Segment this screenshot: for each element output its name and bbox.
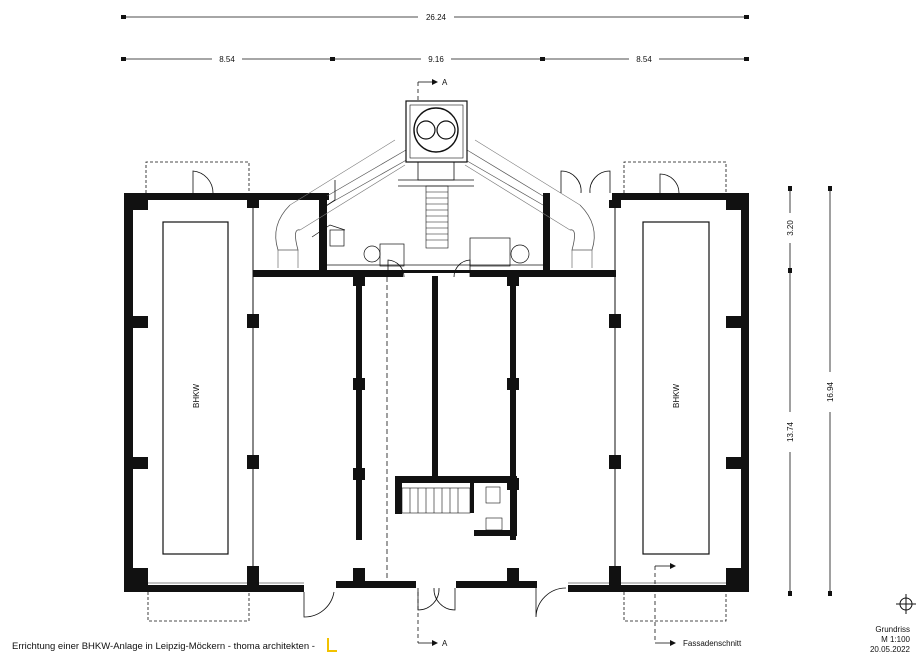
section-line-a: A A (417, 78, 448, 648)
dimension-label-right-bay: 8.54 (636, 55, 652, 64)
dimension-label-annex: 3.20 (786, 220, 795, 236)
bhkw-unit-left: BHKW (162, 221, 229, 555)
footer: Errichtung einer BHKW-Anlage in Leipzig-… (12, 638, 337, 652)
dimension-depth-total: 16.94 (824, 186, 836, 596)
dimension-label-middle-bay: 9.16 (428, 55, 444, 64)
lower-stair-core (395, 476, 517, 536)
canopy-outlines (145, 161, 727, 622)
dimension-bays: 8.54 9.16 8.54 (121, 53, 749, 65)
outer-walls (124, 193, 749, 592)
annex-equipment (311, 224, 530, 267)
door-swing-icon (192, 170, 680, 618)
drawing-type: Grundriss (875, 625, 910, 634)
drawing-scale: M 1:100 (881, 635, 910, 644)
thoma-logo-icon (326, 638, 337, 652)
title-block: Grundriss M 1:100 20.05.2022 (870, 625, 910, 655)
pilasters (133, 196, 741, 585)
dimension-label-total-depth: 16.94 (826, 381, 835, 402)
interior-structure (252, 200, 616, 585)
dimension-total-width: 26.24 (121, 11, 749, 23)
section-label-top: A (442, 78, 448, 87)
footer-caption: Errichtung einer BHKW-Anlage in Leipzig-… (12, 641, 315, 652)
annex-walls (275, 139, 595, 273)
dimension-label-total: 26.24 (426, 13, 447, 22)
drawing-date: 20.05.2022 (869, 645, 910, 654)
facade-section-label: Fassadenschnitt (683, 639, 742, 648)
chimney-icon (398, 100, 474, 187)
bhkw-label-left: BHKW (192, 384, 201, 408)
section-label-bottom: A (442, 639, 448, 648)
bhkw-label-right: BHKW (672, 384, 681, 408)
staircase-icon (425, 185, 449, 249)
north-compass-icon (896, 594, 916, 614)
dimension-label-left-bay: 8.54 (219, 55, 235, 64)
dimension-label-hall: 13.74 (786, 421, 795, 442)
facade-section-marker: Fassadenschnitt (654, 563, 742, 648)
bhkw-unit-right: BHKW (642, 221, 710, 555)
dimension-depth-split: 3.20 13.74 (784, 186, 796, 596)
